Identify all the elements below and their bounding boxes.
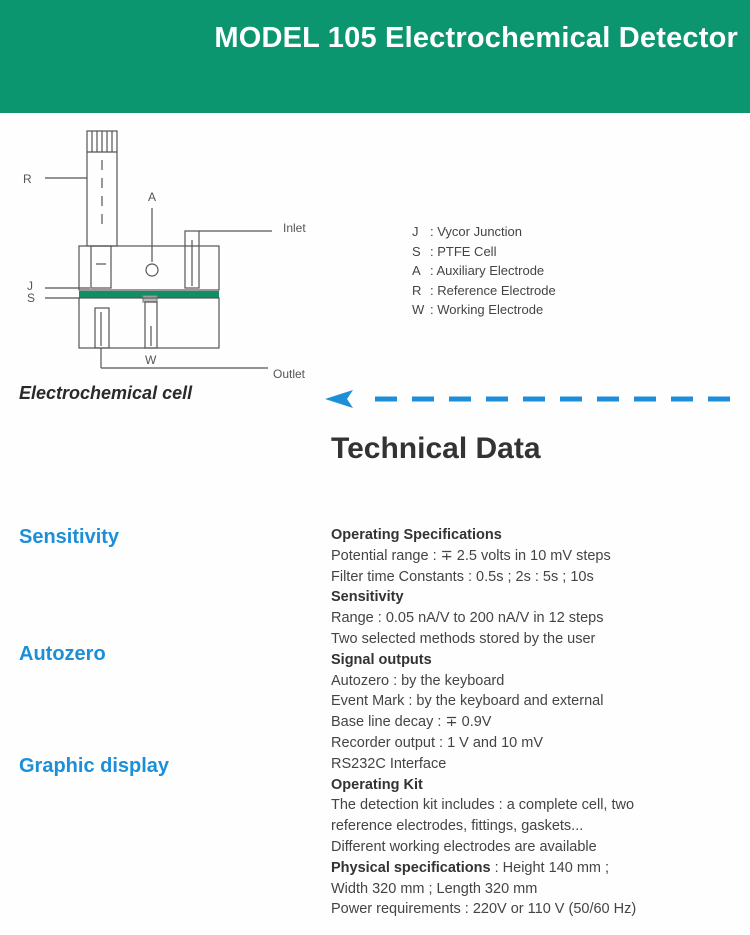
physical-specifications-heading: Physical specifications [331,859,491,876]
label-j: J [27,279,33,293]
operating-specifications-heading: Operating Specifications [331,527,502,543]
legend-item: A: Auxiliary Electrode [412,263,545,279]
operating-kit-heading: Operating Kit [331,776,423,793]
legend-item: S: PTFE Cell [412,243,497,259]
header-banner: MODEL 105 Electrochemical Detector [0,0,750,113]
lower-cell-block [78,297,220,349]
label-inlet: Inlet [283,221,306,235]
auxiliary-electrode [145,263,159,277]
legend-item: J: Vycor Junction [412,224,523,239]
upper-cell-block [78,245,220,291]
electrochemical-cell-diagram: R A Inlet J S W Outlet [23,130,306,381]
legend-item: W: Working Electrode [412,302,544,318]
spec-autozero: Autozero : by the keyboard [331,672,505,689]
diagram-caption: Electrochemical cell [19,383,193,403]
spec-range: Range : 0.05 nA/V to 200 nA/V in 12 step… [331,610,604,627]
spec-physical-height: : Height 140 mm ; [490,859,610,876]
spec-recorder-output: Recorder output : 1 V and 10 mV [331,734,543,751]
technical-data-heading: Technical Data [331,432,541,465]
sensitivity-heading: Sensitivity [331,589,404,606]
spec-kit-line: Different working electrodes are availab… [331,838,597,855]
spec-event-mark: Event Mark : by the keyboard and externa… [331,693,604,710]
spec-baseline-decay: Base line decay : ∓ 0.9V [331,714,492,731]
spec-methods: Two selected methods stored by the user [331,630,596,647]
label-s: S [27,291,35,305]
spec-kit-line: The detection kit includes : a complete … [331,797,635,814]
spec-rs232: RS232C Interface [331,755,447,772]
label-r: R [23,172,32,186]
label-w: W [145,353,157,367]
page-title: MODEL 105 Electrochemical Detector [214,22,738,54]
diagram-legend: J: Vycor Junction S: PTFE Cell A: Auxili… [412,222,556,320]
spec-potential-range: Potential range : ∓ 2.5 volts in 10 mV s… [331,547,611,564]
spec-filter-time: Filter time Constants : 0.5s ; 2s : 5s ;… [331,568,594,585]
spec-kit-line: reference electrodes, fittings, gaskets.… [331,818,584,835]
ptfe-separator [79,291,219,298]
spec-physical-dimensions: Width 320 mm ; Length 320 mm [331,880,538,897]
label-a: A [148,190,156,204]
spec-physical: Physical specifications : Height 140 mm … [331,858,636,879]
signal-outputs-heading: Signal outputs [331,651,432,668]
feature-sensitivity: Sensitivity [19,526,120,548]
label-outlet: Outlet [273,367,306,381]
legend-item: R: Reference Electrode [412,282,556,298]
feature-graphic-display: Graphic display [19,755,170,777]
spec-list: Operating Specifications Potential range… [331,525,636,920]
dashed-arrow-left-icon [325,390,745,408]
feature-autozero: Autozero [19,643,106,665]
spec-power: Power requirements : 220V or 110 V (50/6… [331,901,637,918]
